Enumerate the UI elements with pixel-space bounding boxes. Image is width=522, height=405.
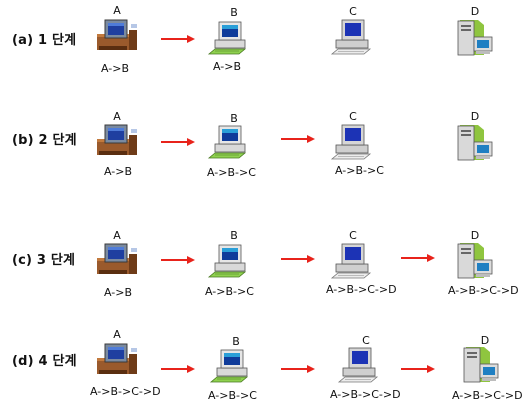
stage-label: (a) 1 단계 bbox=[12, 33, 77, 48]
tower-pc-icon-d bbox=[458, 344, 502, 384]
desktop-pc-icon-b bbox=[209, 346, 253, 386]
node-letter-a: A bbox=[113, 328, 121, 341]
node-letter-c: C bbox=[362, 334, 370, 347]
node-letter-d: D bbox=[470, 110, 480, 123]
node-letter-c: C bbox=[349, 229, 357, 242]
node-letter-b: B bbox=[232, 335, 240, 348]
red-arrow-icon bbox=[161, 364, 195, 374]
node-caption-b: A->B bbox=[213, 60, 242, 73]
stage-label: (c) 3 단계 bbox=[12, 253, 76, 268]
node-caption-a: A->B bbox=[101, 62, 130, 75]
node-caption-c: A->B->C->D bbox=[330, 388, 401, 401]
tower-pc-icon-d bbox=[452, 17, 496, 57]
node-caption-c: A->B->C bbox=[335, 164, 384, 177]
desktop-pc-icon-c bbox=[330, 240, 374, 280]
tower-pc-icon-d bbox=[452, 122, 496, 162]
red-arrow-icon bbox=[161, 34, 195, 44]
node-caption-b: A->B->C bbox=[205, 285, 254, 298]
node-caption-c: A->B->C->D bbox=[326, 283, 397, 296]
node-caption-b: A->B->C bbox=[207, 166, 256, 179]
node-caption-b: A->B->C bbox=[208, 389, 257, 402]
desktop-pc-icon-a bbox=[95, 340, 139, 380]
node-letter-a: A bbox=[113, 4, 121, 17]
stage-label: (b) 2 단계 bbox=[12, 133, 77, 148]
red-arrow-icon bbox=[161, 137, 195, 147]
tower-pc-icon-d bbox=[452, 240, 496, 280]
node-letter-d: D bbox=[470, 5, 480, 18]
red-arrow-icon bbox=[161, 255, 195, 265]
desktop-pc-icon-c bbox=[337, 344, 381, 384]
desktop-pc-icon-a bbox=[95, 16, 139, 56]
node-caption-d: A->B->C->D bbox=[452, 389, 522, 402]
node-caption-a: A->B->C->D bbox=[90, 385, 161, 398]
desktop-pc-icon-c bbox=[330, 16, 374, 56]
node-letter-b: B bbox=[230, 229, 238, 242]
desktop-pc-icon-c bbox=[330, 121, 374, 161]
node-letter-d: D bbox=[480, 334, 490, 347]
node-letter-b: B bbox=[230, 112, 238, 125]
node-letter-a: A bbox=[113, 110, 121, 123]
node-letter-c: C bbox=[349, 5, 357, 18]
node-caption-d: A->B->C->D bbox=[448, 284, 519, 297]
node-letter-b: B bbox=[230, 6, 238, 19]
desktop-pc-icon-b bbox=[207, 122, 251, 162]
red-arrow-icon bbox=[281, 254, 315, 264]
node-letter-a: A bbox=[113, 229, 121, 242]
node-caption-a: A->B bbox=[104, 165, 133, 178]
node-caption-a: A->B bbox=[104, 286, 133, 299]
desktop-pc-icon-b bbox=[207, 241, 251, 281]
node-letter-d: D bbox=[470, 229, 480, 242]
desktop-pc-icon-a bbox=[95, 121, 139, 161]
node-letter-c: C bbox=[349, 110, 357, 123]
red-arrow-icon bbox=[401, 253, 435, 263]
red-arrow-icon bbox=[281, 134, 315, 144]
red-arrow-icon bbox=[281, 364, 315, 374]
stage-label: (d) 4 단계 bbox=[12, 354, 77, 369]
red-arrow-icon bbox=[401, 364, 435, 374]
desktop-pc-icon-b bbox=[207, 18, 251, 58]
desktop-pc-icon-a bbox=[95, 240, 139, 280]
